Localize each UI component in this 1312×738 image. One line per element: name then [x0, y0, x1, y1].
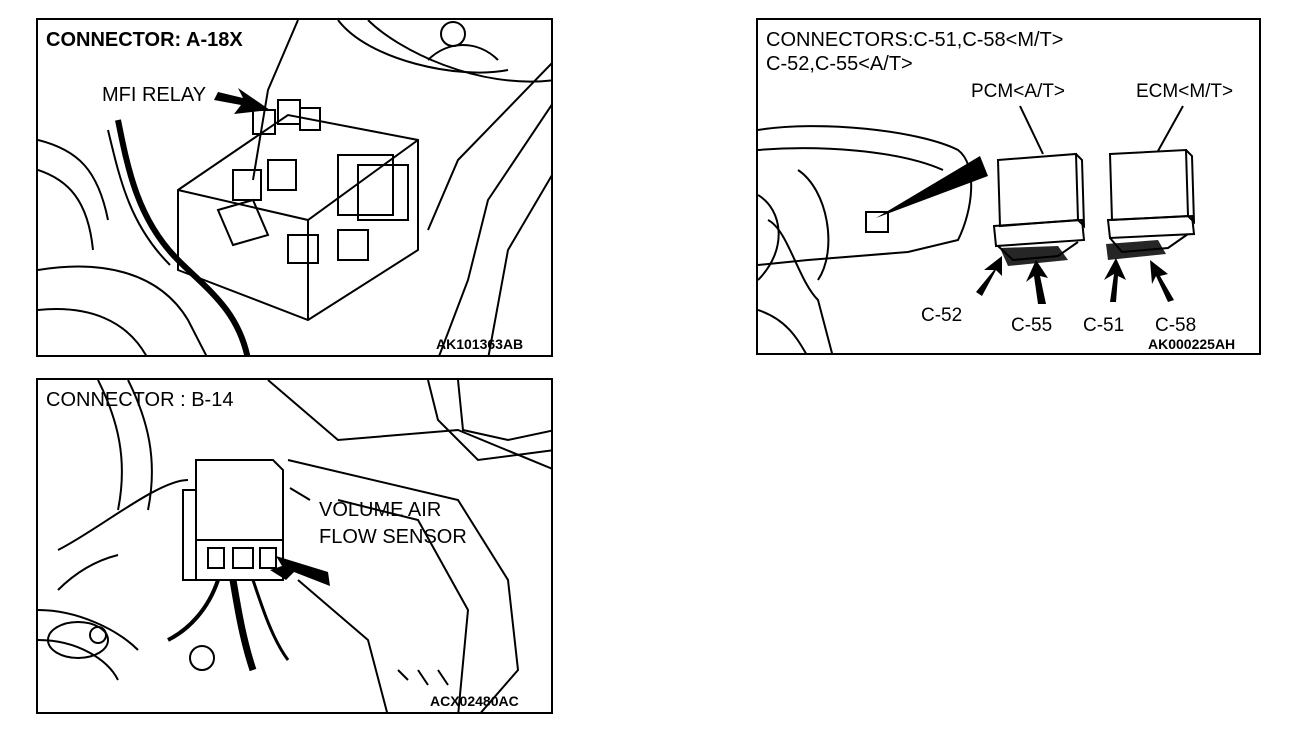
figure-code: ACX02480AC	[430, 693, 519, 709]
panel-connectors-c: CONNECTORS:C-51,C-58<M/T> C-52,C-55<A/T>…	[756, 18, 1261, 355]
arrow-c51	[1104, 258, 1126, 302]
label-c55: C-55	[1011, 315, 1053, 336]
figure-code: AK101363AB	[436, 336, 524, 352]
ecm-label: ECM<M/T>	[1136, 81, 1234, 102]
relay-box-drawing	[38, 20, 551, 355]
title-line-1: CONNECTORS:C-51,C-58<M/T>	[766, 29, 1064, 51]
panel-connector-a18x: CONNECTOR: A-18X MFI RELAY AK101363AB	[36, 18, 553, 357]
pcm-label: PCM<A/T>	[971, 81, 1065, 102]
panel-title: CONNECTOR : B-14	[46, 389, 234, 411]
panel-connector-b14: CONNECTOR : B-14 VOLUME AIR FLOW SENSOR …	[36, 378, 553, 714]
label-c51: C-51	[1083, 315, 1125, 336]
volume-air-flow-sensor-label: VOLUME AIR FLOW SENSOR	[319, 498, 467, 549]
callout-line-1: VOLUME AIR	[319, 499, 442, 521]
connector-arrow	[270, 556, 330, 586]
mfi-relay-label: MFI RELAY	[102, 84, 207, 106]
figure-code: AK000225AH	[1148, 336, 1236, 352]
callout-line-2: FLOW SENSOR	[319, 526, 467, 548]
panel-title: CONNECTOR: A-18X	[46, 29, 243, 51]
arrow-c58	[1150, 260, 1174, 302]
airflow-sensor-drawing	[38, 380, 551, 712]
panel-title: CONNECTORS:C-51,C-58<M/T> C-52,C-55<A/T>	[766, 30, 1063, 75]
location-pointer	[876, 156, 988, 218]
mfi-relay-arrow	[214, 88, 270, 114]
title-line-2: C-52,C-55<A/T>	[766, 53, 913, 75]
label-c58: C-58	[1155, 315, 1197, 336]
label-c52: C-52	[921, 305, 963, 326]
arrow-c52	[976, 256, 1002, 296]
arrow-c55	[1026, 260, 1048, 304]
pcm-ecm-drawing	[758, 105, 1196, 353]
